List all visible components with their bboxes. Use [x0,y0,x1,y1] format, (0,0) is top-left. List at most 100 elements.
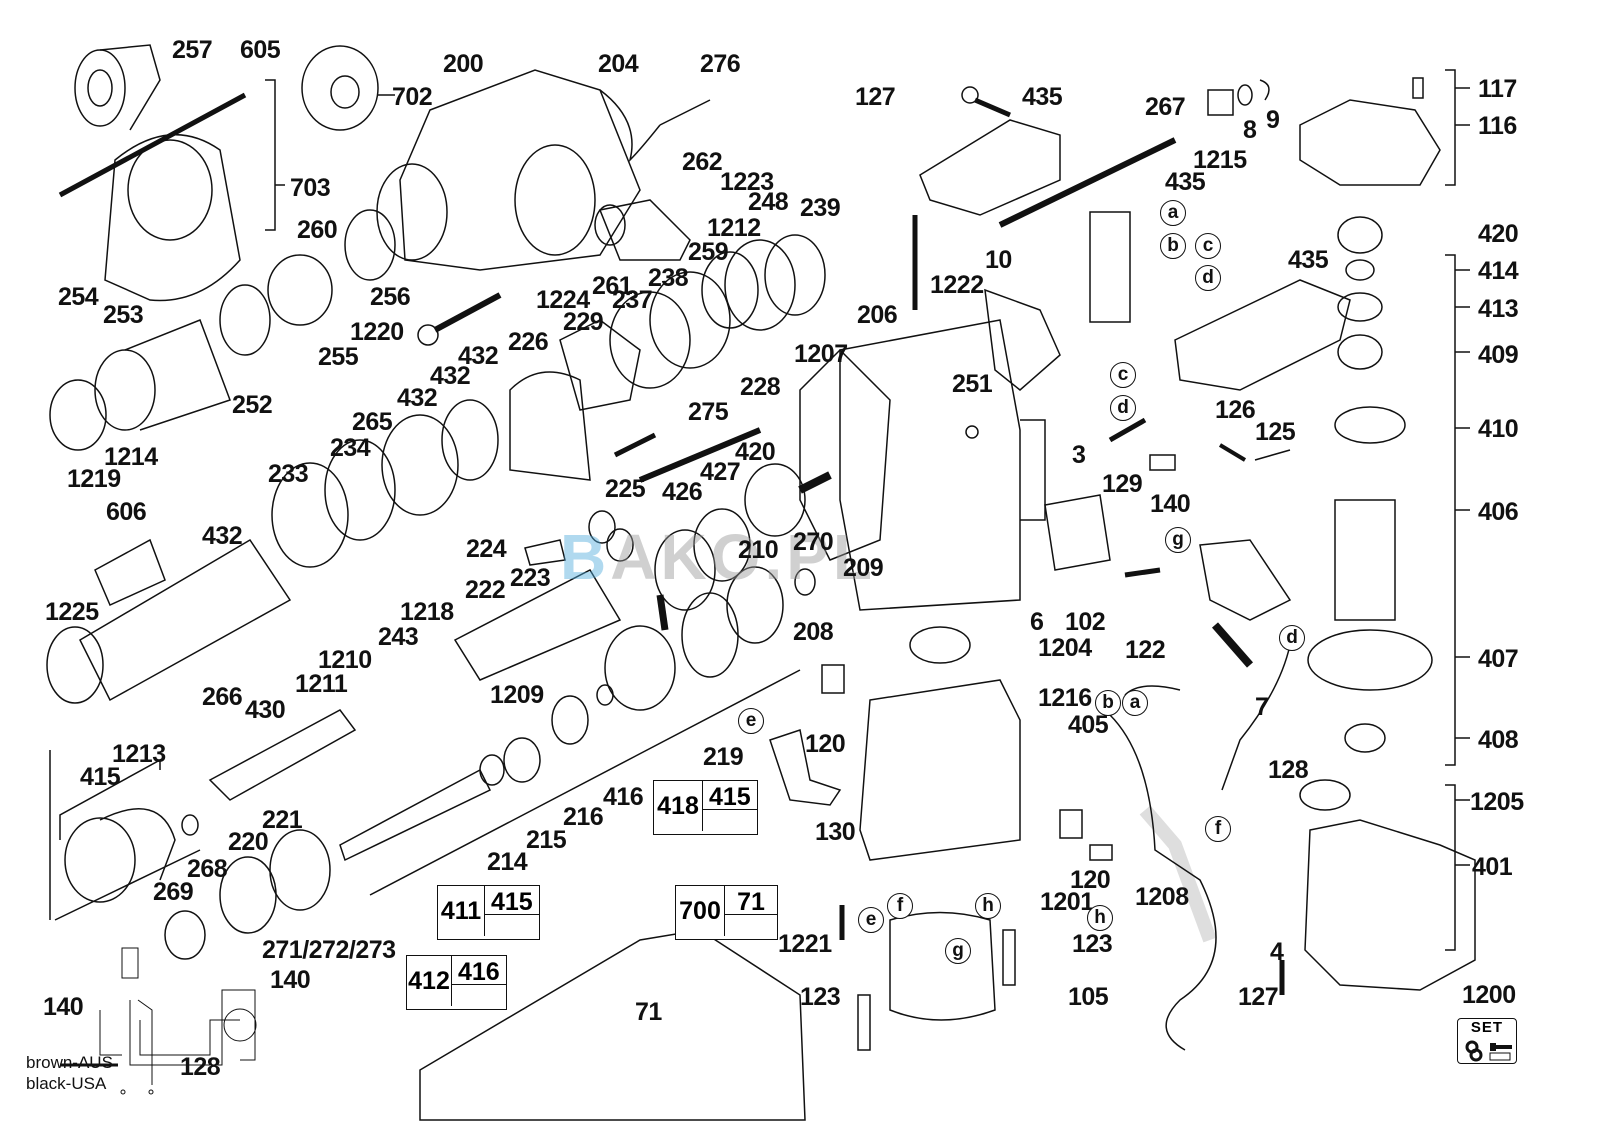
part-label-1205[interactable]: 1205 [1470,788,1524,816]
part-label-7[interactable]: 7 [1255,693,1269,721]
part-label-1220[interactable]: 1220 [350,318,404,346]
part-label-267[interactable]: 267 [1145,93,1186,121]
part-label-420-b[interactable]: 420 [1478,220,1519,248]
part-label-233[interactable]: 233 [268,460,309,488]
part-label-401[interactable]: 401 [1472,853,1513,881]
part-label-1208[interactable]: 1208 [1135,883,1189,911]
part-label-414[interactable]: 414 [1478,257,1519,285]
part-label-256[interactable]: 256 [370,283,411,311]
part-label-430[interactable]: 430 [245,696,286,724]
part-label-275[interactable]: 275 [688,398,729,426]
part-label-270[interactable]: 270 [793,528,834,556]
part-label-102[interactable]: 102 [1065,608,1106,636]
part-label-3[interactable]: 3 [1072,441,1086,469]
part-label-1209[interactable]: 1209 [490,681,544,709]
part-label-120-left[interactable]: 120 [805,730,846,758]
part-label-248[interactable]: 248 [748,188,789,216]
set-badge-1200[interactable]: SET [1457,1018,1517,1064]
part-label-435-top[interactable]: 435 [1022,83,1063,111]
part-label-228[interactable]: 228 [740,373,781,401]
part-label-266[interactable]: 266 [202,683,243,711]
part-label-140-schematic-left[interactable]: 140 [43,993,84,1021]
part-label-204[interactable]: 204 [598,50,639,78]
part-label-10[interactable]: 10 [985,246,1012,274]
part-label-125[interactable]: 125 [1255,418,1296,446]
part-label-1200[interactable]: 1200 [1462,981,1516,1009]
part-label-255[interactable]: 255 [318,343,359,371]
part-label-415[interactable]: 415 [80,763,121,791]
part-label-408[interactable]: 408 [1478,726,1519,754]
part-label-222[interactable]: 222 [465,576,506,604]
part-label-435-side[interactable]: 435 [1288,246,1329,274]
part-label-269[interactable]: 269 [153,878,194,906]
part-label-261[interactable]: 261 [592,272,633,300]
part-label-276[interactable]: 276 [700,50,741,78]
part-label-432-d[interactable]: 432 [202,522,243,550]
part-label-259[interactable]: 259 [688,238,729,266]
part-label-129[interactable]: 129 [1102,470,1143,498]
part-label-251[interactable]: 251 [952,370,993,398]
part-label-200[interactable]: 200 [443,50,484,78]
part-label-426[interactable]: 426 [662,478,703,506]
part-label-413[interactable]: 413 [1478,295,1519,323]
part-label-1207[interactable]: 1207 [794,340,848,368]
part-label-116[interactable]: 116 [1478,112,1517,140]
part-label-127-top[interactable]: 127 [855,83,896,111]
part-label-1212[interactable]: 1212 [707,214,761,242]
part-label-130[interactable]: 130 [815,818,856,846]
part-label-252[interactable]: 252 [232,391,273,419]
part-label-237[interactable]: 237 [612,286,653,314]
part-label-432-c[interactable]: 432 [397,384,438,412]
part-label-1224[interactable]: 1224 [536,286,590,314]
part-label-420-a[interactable]: 420 [735,438,776,466]
kit-box-412[interactable]: 412 416 [406,955,507,1010]
kit-box-700[interactable]: 700 71 [675,885,778,940]
part-label-435-switch[interactable]: 435 [1165,168,1206,196]
part-label-702[interactable]: 702 [392,83,433,111]
part-label-427[interactable]: 427 [700,458,741,486]
part-label-432-b[interactable]: 432 [430,362,471,390]
part-label-214[interactable]: 214 [487,848,528,876]
part-label-71[interactable]: 71 [635,998,662,1026]
part-label-123-right[interactable]: 123 [1072,930,1113,958]
part-label-122[interactable]: 122 [1125,636,1166,664]
part-label-223[interactable]: 223 [510,564,551,592]
part-label-126[interactable]: 126 [1215,396,1256,424]
part-label-268[interactable]: 268 [187,855,228,883]
part-label-271-272-273[interactable]: 271/272/273 [262,936,396,964]
part-label-208[interactable]: 208 [793,618,834,646]
part-label-128[interactable]: 128 [1268,756,1309,784]
part-label-1215[interactable]: 1215 [1193,146,1247,174]
part-label-257[interactable]: 257 [172,36,213,64]
part-label-234[interactable]: 234 [330,434,371,462]
part-label-1219[interactable]: 1219 [67,465,121,493]
part-label-265[interactable]: 265 [352,408,393,436]
part-label-117[interactable]: 117 [1478,75,1517,103]
part-label-1214[interactable]: 1214 [104,443,158,471]
part-label-220[interactable]: 220 [228,828,269,856]
part-label-432-a[interactable]: 432 [458,342,499,370]
part-label-120-right[interactable]: 120 [1070,866,1111,894]
part-label-409[interactable]: 409 [1478,341,1519,369]
part-label-221[interactable]: 221 [262,806,303,834]
part-label-219[interactable]: 219 [703,743,744,771]
part-label-1221[interactable]: 1221 [778,930,832,958]
part-label-243[interactable]: 243 [378,623,419,651]
part-label-210[interactable]: 210 [738,536,779,564]
part-label-229[interactable]: 229 [563,308,604,336]
part-label-238[interactable]: 238 [648,264,689,292]
part-label-1222[interactable]: 1222 [930,271,984,299]
part-label-216[interactable]: 216 [563,803,604,831]
part-label-1223[interactable]: 1223 [720,168,774,196]
part-label-410[interactable]: 410 [1478,415,1519,443]
part-label-209[interactable]: 209 [843,554,884,582]
part-label-215[interactable]: 215 [526,826,567,854]
part-label-4[interactable]: 4 [1270,938,1284,966]
part-label-128-schematic[interactable]: 128 [180,1053,221,1081]
part-label-1218[interactable]: 1218 [400,598,454,626]
part-label-406[interactable]: 406 [1478,498,1519,526]
part-label-140-schematic-right[interactable]: 140 [270,966,311,994]
part-label-105[interactable]: 105 [1068,983,1109,1011]
part-label-1210[interactable]: 1210 [318,646,372,674]
part-label-226[interactable]: 226 [508,328,549,356]
